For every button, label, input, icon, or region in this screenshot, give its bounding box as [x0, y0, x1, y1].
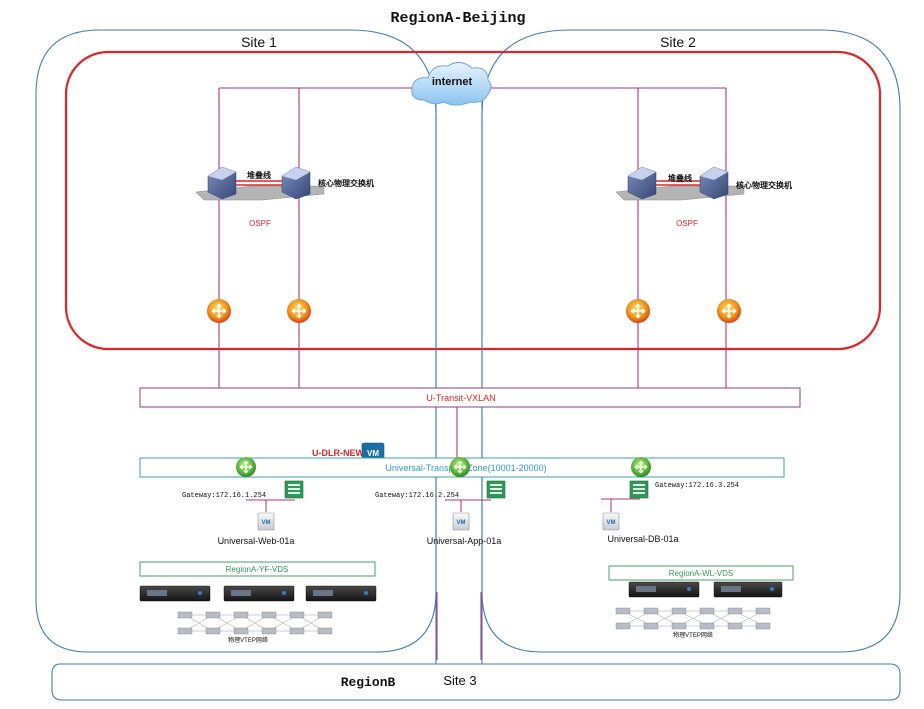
ospf-label-left: OSPF [249, 219, 271, 228]
vtep-node-icon [233, 611, 249, 619]
edge-router-icon [287, 299, 311, 323]
edge-router-icon [717, 299, 741, 323]
vm-label-db: Universal-DB-01a [607, 534, 678, 544]
transit-vxlan-bar [139, 387, 801, 408]
svg-text:VM: VM [607, 520, 616, 526]
vtep-node-icon [205, 611, 221, 619]
vtep-node-icon [317, 627, 333, 635]
vtep-node-icon [755, 607, 771, 615]
dlr-label: U-DLR-NEW [312, 448, 364, 458]
vtep-node-icon [177, 627, 193, 635]
region-title: RegionA-Beijing [390, 10, 525, 27]
regionb-boundary [51, 663, 901, 701]
logical-switch-icon [486, 480, 506, 499]
vm-label-app: Universal-App-01a [427, 536, 502, 546]
vds-label-left: RegionA-YF-VDS [226, 565, 289, 574]
vtep-node-icon [177, 611, 193, 619]
site1-boundary [35, 29, 437, 653]
vtep-node-icon [643, 622, 659, 630]
vm-label-web: Universal-Web-01a [218, 536, 295, 546]
vds-label-right: RegionA-WL-VDS [669, 569, 733, 578]
regionb-label: RegionB [341, 675, 396, 690]
ospf-label-right: OSPF [676, 219, 698, 228]
segment-lines [246, 498, 640, 512]
vtep-node-icon [233, 627, 249, 635]
vm-icon: VM [257, 512, 275, 531]
core-switch-label-left: 核心物理交换机 [318, 178, 374, 188]
svg-text:VM: VM [262, 520, 271, 526]
core-switch-label-right: 核心物理交换机 [736, 180, 792, 190]
host-servers-left [139, 585, 377, 602]
edge-router-icon [207, 299, 231, 323]
site3-label: Site 3 [443, 673, 476, 688]
vtep-node-icon [727, 622, 743, 630]
vtep-node-icon [727, 607, 743, 615]
core-network-boundary [64, 50, 882, 351]
logical-switch-icon [629, 480, 649, 499]
logical-router-icon [631, 457, 651, 477]
vm-icon: VM [452, 512, 470, 531]
vtep-network-label-left: 物理VTEP网络 [228, 636, 268, 644]
vtep-node-icon [205, 627, 221, 635]
edge-router-icon [626, 299, 650, 323]
vtep-node-icon [261, 627, 277, 635]
core-switch-pair-right [615, 166, 745, 201]
vtep-node-icon [289, 611, 305, 619]
logical-router-icon [236, 457, 256, 477]
vtep-node-icon [755, 622, 771, 630]
vtep-node-icon [671, 607, 687, 615]
stack-link-label-left: 堆叠线 [247, 170, 271, 180]
internet-label: internet [432, 76, 473, 88]
dlr-vm-badge: VM [367, 449, 379, 458]
gateway-label-web: Gateway:172.16.1.254 [182, 492, 266, 500]
vtep-node-icon [699, 622, 715, 630]
stack-link-label-right: 堆叠线 [668, 173, 692, 183]
vtep-mesh-right [615, 607, 771, 630]
gateway-label-db: Gateway:172.16.3.254 [655, 482, 739, 490]
svg-text:VM: VM [457, 520, 466, 526]
vtep-node-icon [671, 622, 687, 630]
vds-box-right [608, 565, 794, 581]
vtep-node-icon [699, 607, 715, 615]
internet-cloud-icon: internet [411, 62, 492, 106]
vds-box-left [139, 561, 376, 577]
logical-router-icon [450, 457, 470, 477]
uplink-lines [218, 87, 727, 660]
site1-label: Site 1 [241, 34, 277, 50]
vtep-mesh-left [177, 611, 333, 635]
vtep-node-icon [615, 607, 631, 615]
core-switch-pair-left [195, 166, 325, 201]
dlr-vm-icon: VM [361, 442, 385, 463]
vtep-node-icon [261, 611, 277, 619]
gateway-label-app: Gateway:172.16.2.254 [375, 492, 459, 500]
vtep-node-icon [289, 627, 305, 635]
site2-boundary [481, 29, 901, 653]
host-servers-right [628, 581, 783, 598]
site2-label: Site 2 [660, 34, 696, 50]
transit-vxlan-label: U-Transit-VXLAN [426, 393, 495, 403]
logical-switch-icon [284, 480, 304, 499]
vtep-node-icon [615, 622, 631, 630]
vtep-network-label-right: 物理VTEP网络 [673, 631, 713, 639]
vm-icon: VM [602, 512, 620, 531]
vtep-node-icon [643, 607, 659, 615]
vtep-node-icon [317, 611, 333, 619]
